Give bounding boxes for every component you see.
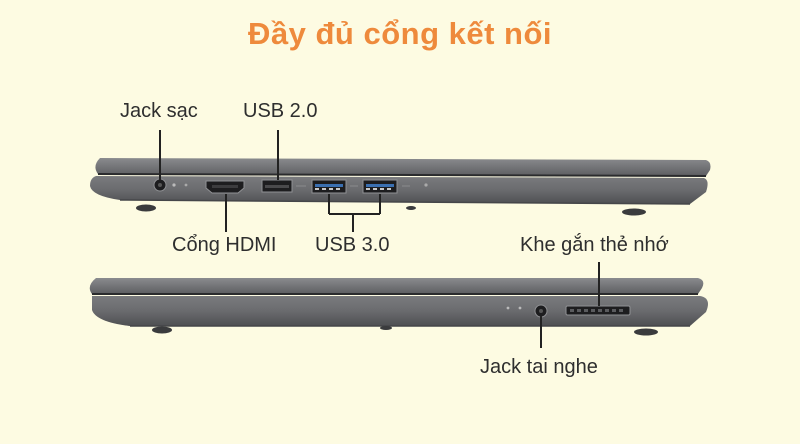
label-usb2: USB 2.0	[243, 100, 318, 122]
led-indicator	[184, 183, 188, 187]
usb2-port	[261, 179, 293, 193]
charging-port	[153, 178, 167, 192]
laptop-right-side	[89, 262, 708, 348]
usb3-port-2	[362, 179, 398, 194]
card-reader-slot	[565, 305, 631, 316]
laptop-left-side	[90, 130, 711, 232]
label-hdmi: Cổng HDMI	[172, 234, 277, 256]
led-indicator	[424, 183, 428, 187]
led-indicator	[172, 183, 176, 187]
label-charging-jack: Jack sạc	[120, 100, 198, 122]
usb3-port-1	[311, 179, 347, 194]
callout-lines	[159, 130, 381, 232]
led-indicator	[506, 306, 510, 310]
label-headphone-jack: Jack tai nghe	[480, 356, 598, 378]
led-indicator	[518, 306, 522, 310]
page-title: Đầy đủ cổng kết nối	[247, 16, 553, 51]
headphone-port	[534, 304, 548, 318]
label-usb3: USB 3.0	[315, 234, 390, 256]
callout-lines	[540, 262, 600, 348]
hdmi-port	[205, 180, 245, 194]
label-card-slot: Khe gắn thẻ nhớ	[520, 234, 669, 256]
